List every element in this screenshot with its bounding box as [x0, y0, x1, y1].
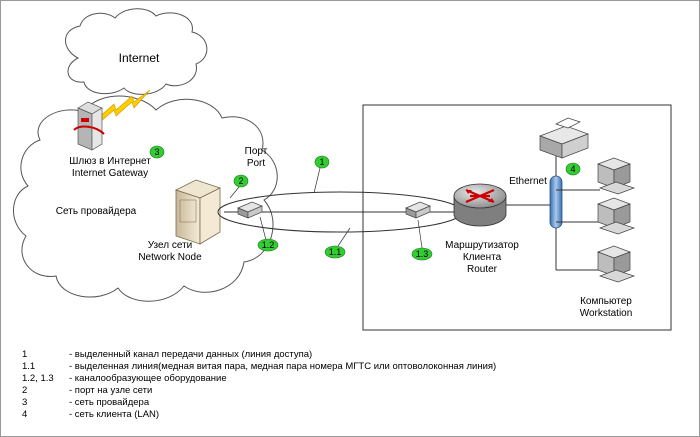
legend-row: 1.1 - выделенная линия(медная витая пара…	[22, 361, 496, 373]
ethernet-label: Ethernet	[509, 176, 547, 187]
svg-text:1.1: 1.1	[329, 247, 342, 257]
svg-text:3: 3	[154, 147, 159, 157]
modem-right-icon	[405, 201, 431, 219]
workstation-label-ru: Компьютер	[580, 296, 632, 307]
badge-4: 4	[565, 162, 581, 176]
provider-network-label: Сеть провайдера	[56, 206, 137, 217]
router-label-en: Router	[467, 264, 498, 275]
svg-text:4: 4	[570, 164, 575, 174]
lightning-link	[97, 89, 151, 123]
workstation-icon	[597, 157, 636, 195]
legend-number: 4	[22, 409, 28, 420]
legend-row: 1 - выделенный канал передачи данных (ли…	[22, 349, 496, 361]
modem-left-icon	[237, 201, 263, 219]
legend-row: 1.2, 1.3 - каналообразующее оборудование	[22, 373, 496, 385]
badge-1-2: 1.2	[257, 238, 279, 252]
internet-label: Internet	[119, 51, 160, 65]
legend-number: 1	[22, 349, 28, 360]
client-lan-box	[362, 104, 672, 331]
svg-text:1.2: 1.2	[262, 240, 275, 250]
legend-text: - выделенная линия(медная витая пара, ме…	[69, 361, 497, 372]
badge-2: 2	[233, 174, 249, 188]
gateway-label-en: Internet Gateway	[72, 168, 148, 179]
port-label-ru: Порт	[245, 146, 268, 157]
client-router-icon	[453, 183, 507, 227]
legend-number: 3	[22, 397, 28, 408]
legend-text: - каналообразующее оборудование	[69, 373, 227, 384]
legend-row: 3 - сеть провайдера	[22, 397, 496, 409]
port-label-en: Port	[247, 158, 266, 169]
legend: 1 - выделенный канал передачи данных (ли…	[22, 349, 496, 421]
legend-number: 2	[22, 385, 28, 396]
router-label-ru-2: Клиента	[463, 252, 502, 263]
legend-text: - сеть клиента (LAN)	[69, 409, 160, 420]
legend-number: 1.2, 1.3	[22, 373, 54, 384]
legend-text: - сеть провайдера	[69, 397, 150, 408]
network-node-server-icon	[174, 179, 222, 245]
workstation-label-en: Workstation	[580, 308, 633, 319]
internet-cloud	[65, 8, 208, 95]
workstation-icon	[597, 245, 636, 283]
gateway-server-icon	[73, 101, 105, 151]
svg-text:1.3: 1.3	[416, 249, 429, 259]
legend-number: 1.1	[22, 361, 36, 372]
router-label-ru-1: Маршрутизатор	[445, 240, 519, 251]
legend-text: - выделенный канал передачи данных (лини…	[69, 349, 313, 360]
badge-1-1: 1.1	[324, 245, 346, 259]
badge-3: 3	[149, 145, 165, 159]
svg-text:1: 1	[319, 157, 324, 167]
legend-row: 4 - сеть клиента (LAN)	[22, 409, 496, 421]
svg-text:2: 2	[238, 176, 243, 186]
workstation-icon	[597, 197, 636, 235]
network-node-label-en: Network Node	[138, 252, 202, 263]
legend-text: - порт на узле сети	[69, 385, 153, 396]
printer-icon	[539, 117, 589, 159]
badge-1-3: 1.3	[411, 247, 433, 261]
provider-cloud	[13, 95, 278, 302]
network-node-label-ru: Узел сети	[148, 240, 193, 251]
badge-1: 1	[314, 155, 330, 169]
legend-row: 2 - порт на узле сети	[22, 385, 496, 397]
gateway-label-ru: Шлюз в Интернет	[69, 156, 151, 167]
ethernet-bus-icon	[549, 175, 563, 229]
